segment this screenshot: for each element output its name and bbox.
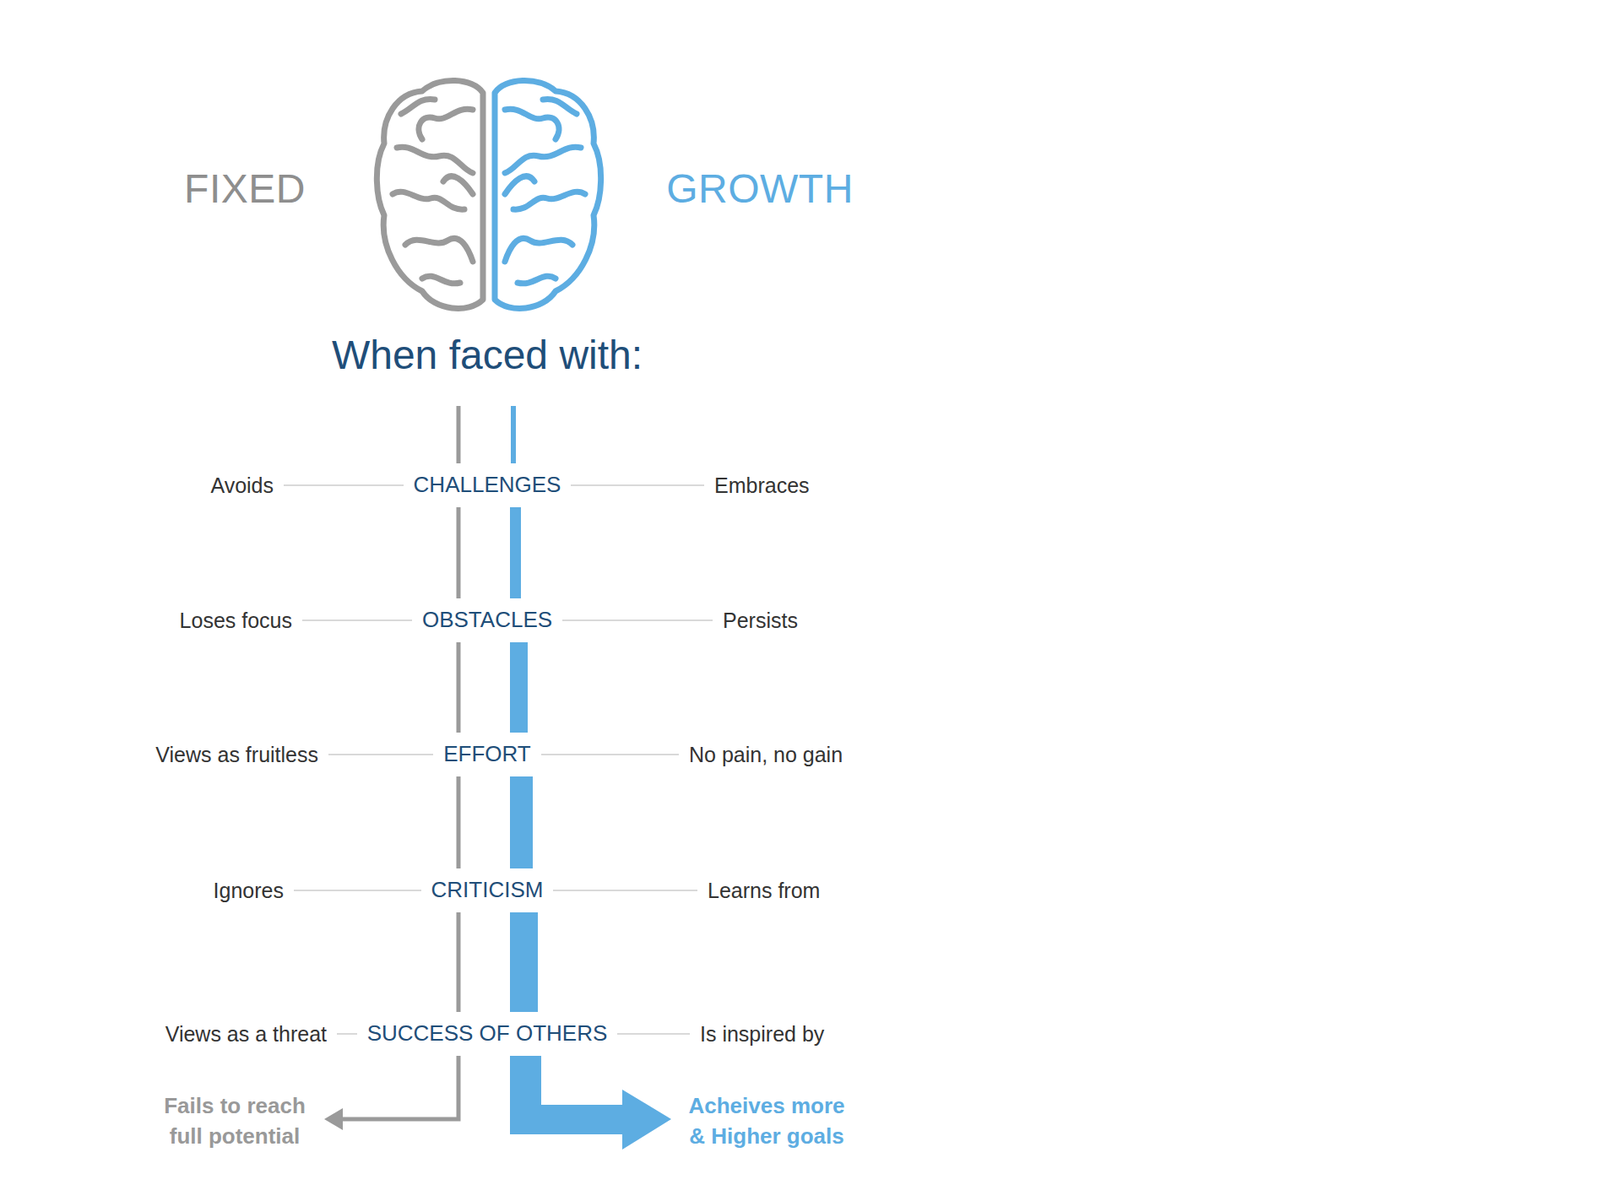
fixed-response: Ignores <box>213 878 284 904</box>
leader-line <box>560 619 713 622</box>
leader-line <box>328 753 435 756</box>
growth-outcome: Acheives more & Higher goals <box>682 1090 852 1152</box>
brain-fold <box>422 276 461 284</box>
situation-label: OBSTACLES <box>412 598 563 642</box>
fixed-response: Views as fruitless <box>155 742 319 768</box>
mindset-heading: GROWTH <box>666 164 854 214</box>
hemisphere-outline <box>376 80 483 309</box>
situation-label: CRITICISM <box>421 868 554 912</box>
leader-line <box>539 753 679 756</box>
leader-line <box>336 1033 359 1036</box>
growth-response: Embraces <box>714 472 810 499</box>
diagram-title: When faced with: <box>331 330 643 380</box>
fixed-response: Loses focus <box>179 607 293 634</box>
situation-label: SUCCESS OF OTHERS <box>357 1012 619 1056</box>
growth-response: No pain, no gain <box>688 742 843 768</box>
growth-response: Learns from <box>707 878 820 904</box>
fixed-outcome: Fails to reach full potential <box>150 1090 320 1152</box>
brain-fold <box>418 108 473 140</box>
leader-line <box>283 484 406 487</box>
leader-line <box>293 889 424 892</box>
situation-label: CHALLENGES <box>403 463 572 507</box>
brain-fold <box>401 99 435 114</box>
situation-label: EFFORT <box>433 732 542 776</box>
brain-fold <box>396 146 473 174</box>
leader-line <box>569 484 705 487</box>
mindset-heading: FIXED <box>184 164 306 214</box>
fixed-response: Avoids <box>210 472 274 499</box>
leader-line <box>615 1033 690 1036</box>
brain-left-hemisphere <box>376 80 483 309</box>
growth-response: Persists <box>722 607 798 634</box>
brain-fold <box>392 191 465 210</box>
brain-fold <box>405 238 473 262</box>
fixed-response: Views as a threat <box>165 1021 327 1047</box>
brain-fold <box>443 176 473 195</box>
hemisphere-shape <box>376 80 483 309</box>
leader-line <box>551 889 698 892</box>
brain-right-hemisphere <box>494 80 602 309</box>
fixed-arrowhead <box>324 1108 343 1131</box>
leader-line <box>302 619 414 622</box>
growth-response: Is inspired by <box>699 1021 825 1047</box>
